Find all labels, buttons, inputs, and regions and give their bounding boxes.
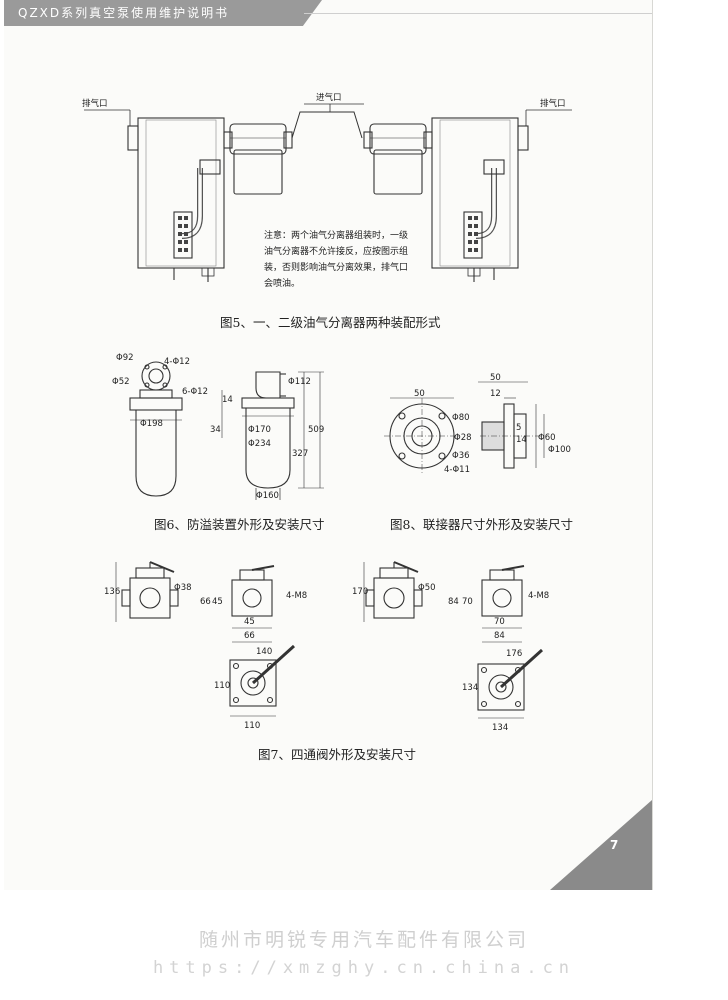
- fig6-dim: Φ112: [288, 377, 311, 387]
- fig7-right-valve-top: [477, 648, 544, 719]
- fig6-dim: Φ170: [248, 425, 271, 435]
- fig7-left-valve-top: [229, 644, 296, 717]
- fig7-left-dim: 110: [214, 681, 230, 691]
- fig6-dim: Φ92: [116, 353, 134, 363]
- fig6-dim: Φ160: [256, 491, 279, 501]
- fig6-dim: 4-Φ12: [164, 357, 190, 367]
- fig7-left-dim: 140: [256, 647, 272, 657]
- fig6-dim: 6-Φ12: [182, 387, 208, 397]
- fig8-dim: 4-Φ11: [444, 465, 470, 475]
- fig7-right-dim: 84: [494, 631, 505, 641]
- fig5-right-separator: [431, 109, 572, 282]
- fig7-right-dim: Φ50: [418, 583, 436, 593]
- figures-drawing: 排气口 进气口 排气口 Φ92 4-Φ12 Φ52 6-Φ12 Φ198 14 …: [82, 92, 572, 733]
- fig5-right-secondary-tank: [363, 123, 433, 195]
- header-title: QZXD系列真空泵使用维护说明书: [18, 6, 230, 20]
- fig6-dim: Φ198: [140, 419, 163, 429]
- fig7-left-valve-side: [231, 565, 275, 643]
- fig6-dim: Φ52: [112, 377, 130, 387]
- fig7-left-dim: 45: [212, 597, 223, 607]
- fig5-left-secondary-tank: [223, 123, 293, 195]
- fig5-left-separator: [84, 109, 225, 282]
- fig7-left-dim: Φ38: [174, 583, 192, 593]
- fig7-right-dim: 70: [494, 617, 505, 627]
- fig6-dim: 34: [210, 425, 221, 435]
- fig7-left-dim: 45: [244, 617, 255, 627]
- fig8-dim: 14: [516, 435, 527, 445]
- fig8-dim: 5: [516, 423, 521, 433]
- fig7-right-dim: 4-M8: [528, 591, 549, 601]
- fig8-dim: Φ100: [548, 445, 571, 455]
- fig7-left-dim: 136: [104, 587, 120, 597]
- fig7-right-dim: 70: [462, 597, 473, 607]
- header-bar: QZXD系列真空泵使用维护说明书: [4, 0, 322, 26]
- fig5-label-exhaust-right: 排气口: [540, 98, 566, 109]
- fig6-dim: 509: [308, 425, 324, 435]
- page-number: 7: [610, 838, 619, 852]
- fig7-right-dim: 170: [352, 587, 368, 597]
- watermark-company: 随州市明锐专用汽车配件有限公司: [198, 929, 529, 951]
- fig5-intake-pipe: [291, 103, 364, 139]
- fig7-left-valve-front: [115, 561, 179, 622]
- fig8-dim: Φ60: [538, 433, 556, 443]
- fig7-right-dim: 134: [462, 683, 478, 693]
- header-rule: [304, 13, 652, 14]
- fig6-caption: 图6、防溢装置外形及安装尺寸: [154, 517, 325, 532]
- fig8-connector-side: [478, 381, 545, 469]
- fig8-dim: Φ28: [454, 433, 472, 443]
- fig5-assembly-note: 注意：两个油气分离器组装时，一级油气分离器不允许接反，应按图示组装，否则影响油气…: [264, 231, 409, 289]
- fig8-dim: 50: [414, 389, 425, 399]
- fig7-right-dim: 176: [506, 649, 522, 659]
- fig6-overflow-device-side: [221, 371, 324, 500]
- fig8-dim: 50: [490, 373, 501, 383]
- fig8-dim: Φ36: [452, 451, 470, 461]
- document-page: QZXD系列真空泵使用维护说明书: [4, 0, 653, 890]
- fig5-label-intake: 进气口: [316, 92, 342, 103]
- fig5-caption: 图5、一、二级油气分离器两种装配形式: [220, 315, 441, 330]
- fig7-left-dim: 4-M8: [286, 591, 307, 601]
- fig6-dim: Φ234: [248, 439, 271, 449]
- fig8-caption: 图8、联接器尺寸外形及安装尺寸: [390, 517, 573, 532]
- fig6-dim: 14: [222, 395, 233, 405]
- fig8-connector-front: [384, 397, 460, 474]
- fig7-right-valve-front: [363, 561, 423, 622]
- fig7-right-valve-side: [481, 565, 525, 643]
- fig7-left-dim: 110: [244, 721, 260, 731]
- fig7-right-dim: 134: [492, 723, 508, 733]
- fig7-caption: 图7、四通阀外形及安装尺寸: [258, 747, 416, 762]
- fig6-overflow-device-top: [129, 361, 183, 497]
- fig8-dim: Φ80: [452, 413, 470, 423]
- fig6-dim: 327: [292, 449, 308, 459]
- fig5-label-exhaust-left: 排气口: [82, 98, 108, 109]
- fig7-left-dim: 66: [244, 631, 255, 641]
- fig7-right-dim: 84: [448, 597, 459, 607]
- watermark-url: https://xmzghy.cn.china.cn: [152, 958, 576, 978]
- fig7-left-dim: 66: [200, 597, 211, 607]
- fig8-dim: 12: [490, 389, 501, 399]
